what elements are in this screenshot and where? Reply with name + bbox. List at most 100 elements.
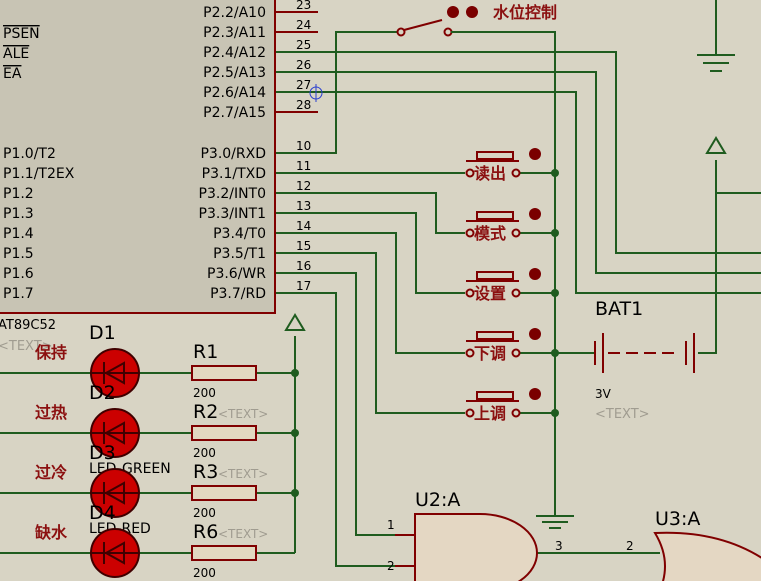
led-ref: D2 [89,382,116,404]
mcu-pin-number: 28 [296,98,311,112]
led-function-label: 过热 [35,403,67,422]
power-arrow-icon [705,136,727,154]
wires [0,0,761,567]
push-button[interactable]: 设置 [465,268,541,303]
button-label: 设置 [474,284,506,303]
resistor-ref: R1 [193,341,218,363]
gate-u2-pin2: 2 [387,559,395,573]
mcu-left-pin-label: P1.7 [3,286,34,302]
water-level-switch[interactable]: 水位控制 [377,3,557,37]
mcu-pin-number: 23 [296,0,311,12]
resistor-value: 200 [193,566,216,580]
button-toggle-icon[interactable] [529,328,541,340]
button-toggle-icon[interactable] [529,148,541,160]
button-toggle-icon[interactable] [529,208,541,220]
ground-icon [536,515,574,529]
gate-u3-pin2: 2 [626,539,634,553]
wire-p34 [276,232,465,354]
mcu-pin-number: 25 [296,38,311,52]
resistor-value: 200 [193,386,216,400]
led-icon[interactable] [90,528,140,578]
resistor[interactable] [191,485,257,501]
mcu-pin-number: 10 [296,139,311,153]
button-toggle-icon[interactable] [529,268,541,280]
resistor[interactable] [191,425,257,441]
mcu-left-pin-label: P1.6 [3,266,34,282]
button-toggle-icon[interactable] [529,388,541,400]
battery-bat1[interactable]: BAT1 3V <TEXT> [594,298,695,422]
gate-u2a[interactable]: U2:A 1 2 3 [387,489,563,581]
mcu-left-pin-label: P1.2 [3,186,34,202]
wire-p37 [276,292,395,567]
led-rows: 保持D1R1200过热D2LED-GREENR2200<TEXT>过冷D3LED… [34,322,268,580]
mcu-at89c52[interactable]: PSENALEEAP1.0/T2P1.1/T2EXP1.2P1.3P1.4P1.… [0,0,318,354]
switch-label: 水位控制 [493,3,557,22]
wire-p33 [276,212,465,294]
led-ref: D3 [89,442,116,464]
resistor-text-placeholder: <TEXT> [218,527,268,541]
button-label: 上调 [474,404,506,423]
gate-u2-pin3: 3 [555,539,563,553]
mcu-text-placeholder: <TEXT> [0,339,53,354]
mcu-right-pin-label: P3.3/INT1 [199,206,266,222]
resistor-ref: R6 [193,521,218,543]
gate-u2-pin1: 1 [387,518,395,532]
led-icon[interactable] [90,408,140,458]
led-icon[interactable] [90,348,140,398]
mcu-left-pin-label: P1.1/T2EX [3,166,75,182]
mcu-pin-number: 15 [296,239,311,253]
mcu-body [0,0,276,314]
mcu-pin-number: 14 [296,219,311,233]
mcu-pin-number: 13 [296,199,311,213]
push-button[interactable]: 上调 [465,388,541,423]
push-button[interactable]: 下调 [465,328,541,363]
led-row: 缺水D4LED-YELLOWR6200<TEXT> [35,502,268,580]
ground-symbols [284,54,735,529]
mcu-right-pin-label: P2.6/A14 [203,85,266,101]
button-label: 模式 [474,224,506,243]
mcu-left-pin-label: PSEN [3,26,40,42]
wire-p36 [276,272,395,536]
gate-u3a[interactable]: U3:A 2 [626,508,761,581]
mcu-pin-number: 24 [296,18,311,32]
mcu-pin-number: 27 [296,78,311,92]
mcu-right-pin-label: P2.7/A15 [203,105,266,121]
resistor-text-placeholder: <TEXT> [218,407,268,421]
gate-u2-ref: U2:A [415,489,460,511]
mcu-part-label: AT89C52 [0,318,56,333]
resistor-value: 200 [193,506,216,520]
resistor[interactable] [191,365,257,381]
mcu-pin-number: 17 [296,279,311,293]
wire-p32 [276,192,465,234]
mcu-left-pin-label: P1.4 [3,226,34,242]
mcu-right-pin-label: P3.0/RXD [200,146,266,162]
push-button[interactable]: 读出 [465,148,541,183]
mcu-pin-number: 12 [296,179,311,193]
led-row: 过冷D3LED-REDR3200<TEXT> [35,442,268,537]
led-icon[interactable] [90,468,140,518]
mcu-left-pin-label: P1.5 [3,246,34,262]
mcu-right-pin-label: P2.5/A13 [203,65,266,81]
battery-value: 3V [595,387,612,401]
resistor-value: 200 [193,446,216,460]
resistor-text-placeholder: <TEXT> [218,467,268,481]
led-function-label: 过冷 [35,463,67,482]
mcu-right-pin-label: P3.7/RD [210,286,266,302]
wire-p35 [276,252,465,414]
led-function-label: 保持 [34,343,67,362]
mcu-right-pin-label: P3.1/TXD [202,166,266,182]
mcu-left-pin-label: ALE [3,46,29,62]
push-button[interactable]: 模式 [465,208,541,243]
mcu-right-pin-label: P2.3/A11 [203,25,266,41]
wire-p26 [276,91,761,294]
resistor[interactable] [191,545,257,561]
mcu-pin-number: 26 [296,58,311,72]
mcu-right-pin-label: P3.4/T0 [213,226,266,242]
mcu-right-pin-label: P2.2/A10 [203,5,266,21]
mcu-left-pin-label: P1.0/T2 [3,146,56,162]
led-ref: D1 [89,322,116,344]
